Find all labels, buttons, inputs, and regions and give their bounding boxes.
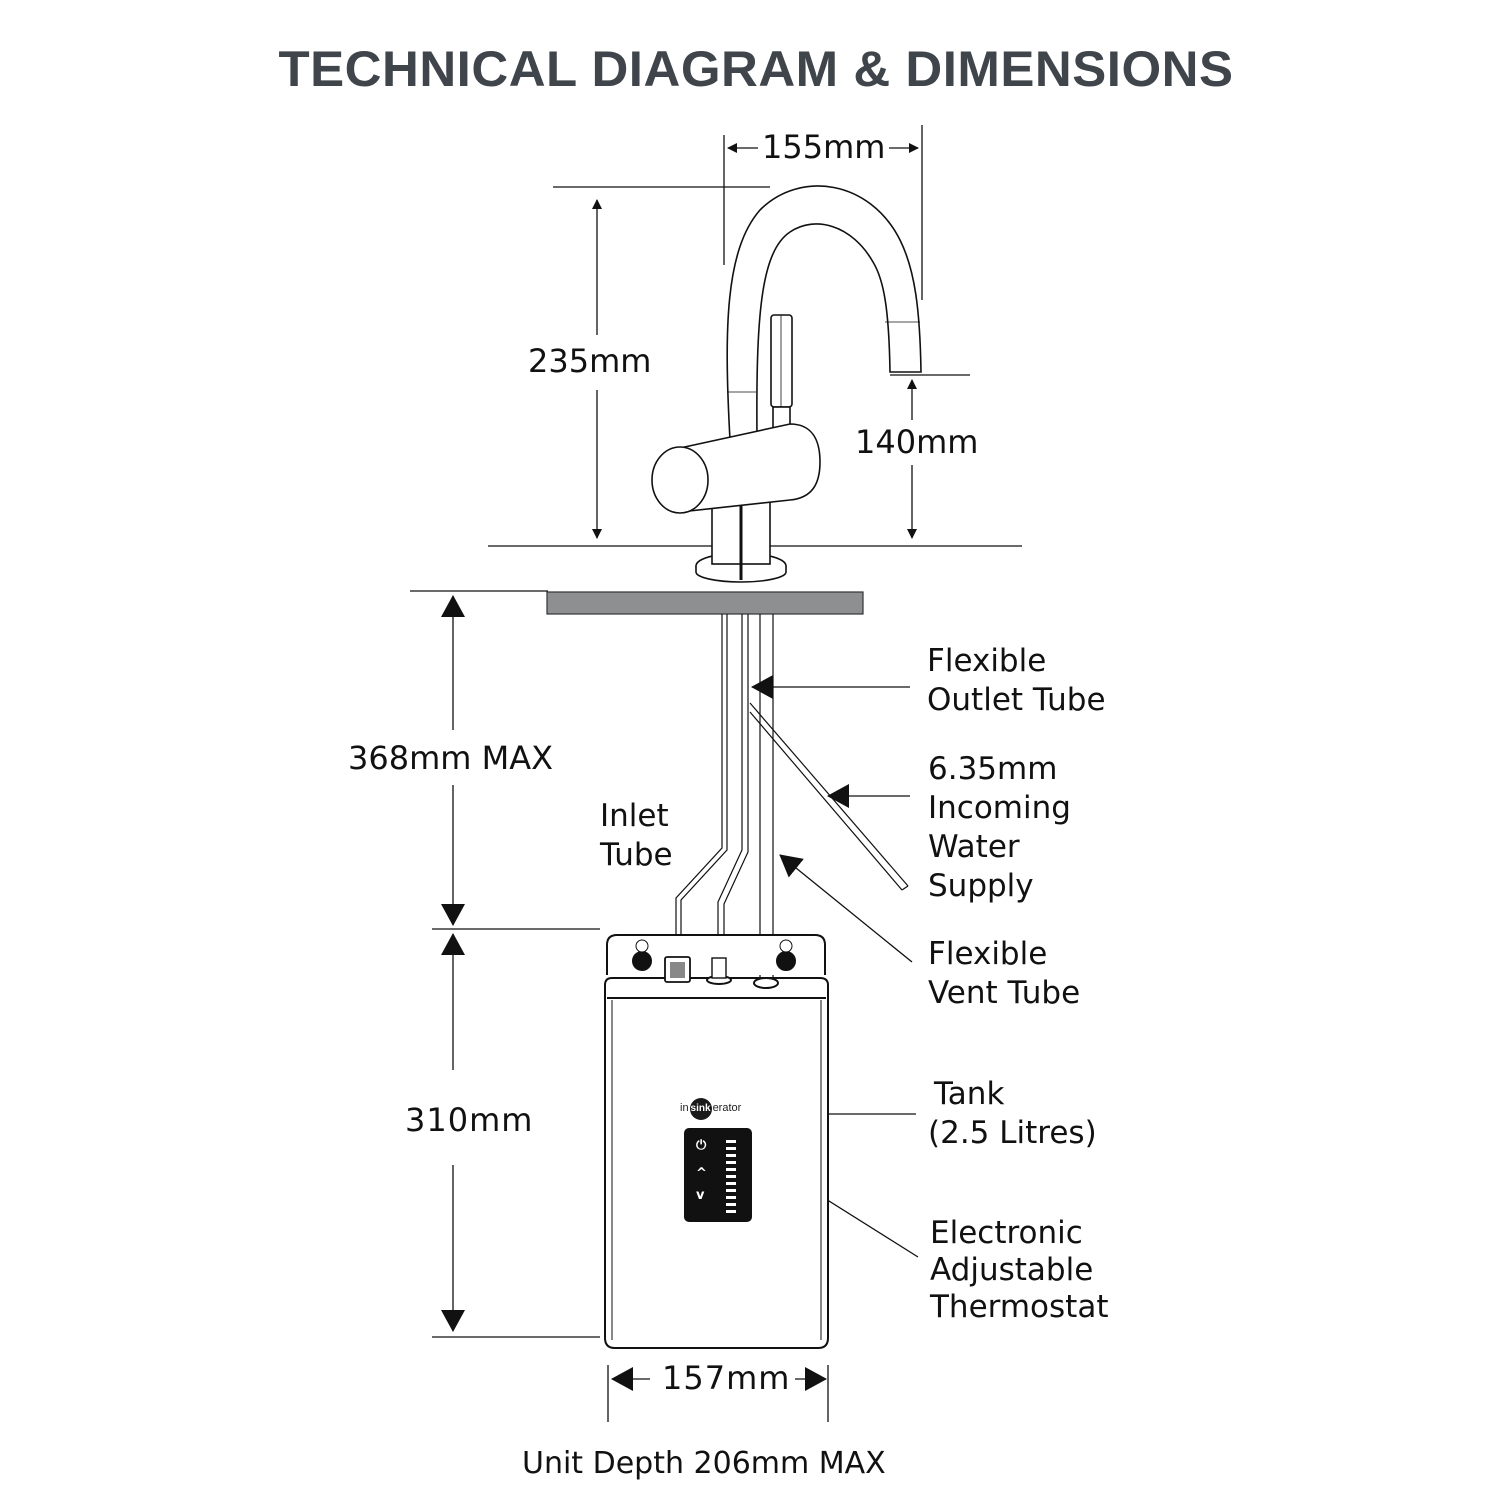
brand-middle: sink (689, 1098, 712, 1120)
callout-tank-line1: Tank (934, 1076, 1005, 1112)
callout-outlet-tube-line2: Outlet Tube (927, 682, 1106, 718)
dimension-tap-height (553, 186, 770, 539)
dimension-tap-reach (723, 125, 923, 300)
callout-thermostat-line3: Thermostat (930, 1289, 1109, 1325)
callout-inlet-tube-line2: Tube (600, 837, 673, 873)
callout-water-supply: 6.35mm Incoming Water Supply (928, 750, 1071, 906)
dim-label-under-counter: 368mm MAX (344, 739, 558, 777)
callout-thermostat: Electronic Adjustable Thermostat (930, 1215, 1108, 1326)
countertop-slab (546, 591, 864, 615)
brand-prefix: in (680, 1102, 689, 1114)
callout-outlet-tube-line1: Flexible (927, 643, 1047, 679)
dim-label-spout-height: 140mm (851, 423, 983, 461)
callout-inlet-tube-line1: Inlet (600, 798, 669, 834)
thermostat-control-panel: ⏻ ^ v (684, 1128, 752, 1222)
page-title: TECHNICAL DIAGRAM & DIMENSIONS (278, 41, 1234, 97)
tubes (675, 614, 909, 980)
dim-label-tank-height: 310mm (401, 1101, 538, 1139)
callout-water-supply-line1: 6.35mm (928, 751, 1058, 787)
dimension-tank-height (432, 933, 600, 1338)
dim-label-tap-height: 235mm (524, 342, 656, 380)
dimension-under-counter (410, 590, 600, 930)
callout-thermostat-line2: Adjustable (930, 1252, 1094, 1288)
callout-tank-line2: (2.5 Litres) (928, 1115, 1097, 1151)
callout-vent-tube-line1: Flexible (928, 936, 1048, 972)
brand-suffix: erator (712, 1102, 742, 1114)
callout-water-supply-line2: Incoming (928, 790, 1071, 826)
callout-thermostat-line1: Electronic (930, 1215, 1083, 1251)
callout-outlet-tube: Flexible Outlet Tube (927, 642, 1106, 720)
dimension-tank-width (607, 1365, 829, 1422)
power-icon: ⏻ (696, 1138, 707, 1153)
dimension-spout-height (890, 374, 970, 539)
callout-water-supply-line4: Supply (928, 868, 1034, 904)
callout-water-supply-line3: Water (928, 829, 1020, 865)
callout-vent-tube: Flexible Vent Tube (928, 935, 1080, 1013)
tap-drawing (651, 185, 922, 583)
callout-vent-tube-line2: Vent Tube (928, 975, 1081, 1011)
callout-tank: Tank (2.5 Litres) (928, 1075, 1097, 1153)
unit-depth-label: Unit Depth 206mm MAX (522, 1446, 886, 1481)
dim-label-tap-reach: 155mm (758, 128, 890, 166)
callout-inlet-tube: Inlet Tube (600, 797, 673, 875)
chevron-down-icon: v (696, 1188, 705, 1203)
chevron-up-icon: ^ (696, 1166, 707, 1181)
dim-label-tank-width: 157mm (658, 1359, 795, 1397)
